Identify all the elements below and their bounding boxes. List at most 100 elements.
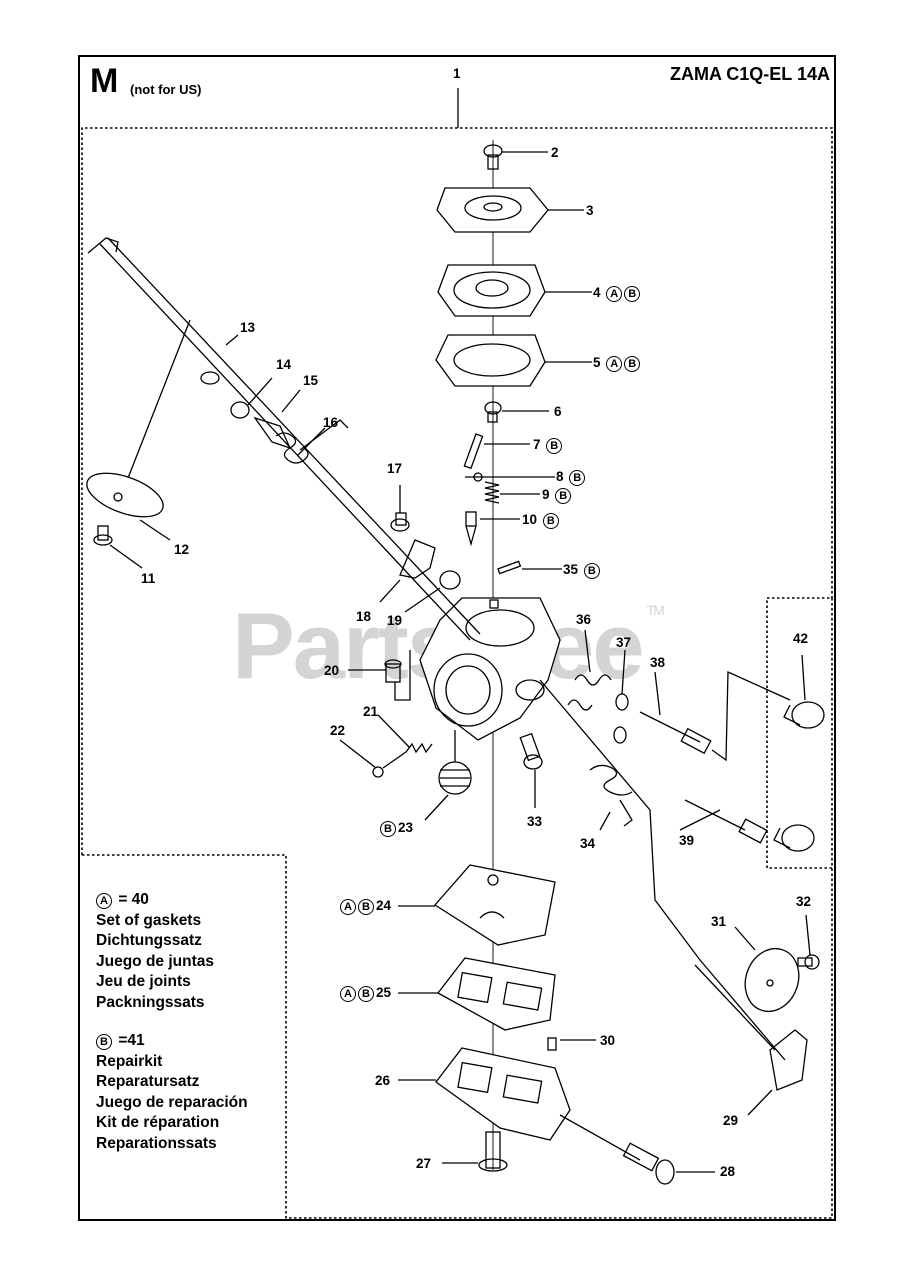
part-gasket-25 xyxy=(398,957,556,1031)
part-o-ring-37 xyxy=(613,649,629,744)
part-gasket-5 xyxy=(435,334,592,387)
part-cover-3 xyxy=(436,187,584,233)
callout-38: 38 xyxy=(650,655,666,670)
kit-b-line: Reparationssats xyxy=(96,1134,217,1152)
part-screw-17 xyxy=(390,485,410,532)
callout-39: 39 xyxy=(679,833,695,848)
watermark-tm: TM xyxy=(646,602,665,618)
part-screw-2 xyxy=(483,144,548,170)
part-screw-6 xyxy=(484,401,549,423)
part-screw-33 xyxy=(519,732,543,808)
kit-a-line: Juego de juntas xyxy=(96,952,214,970)
legend-kit-b-header: B =41 xyxy=(96,1031,248,1052)
callout-28: 28 xyxy=(720,1164,736,1179)
callout-37: 37 xyxy=(616,635,632,650)
part-pin-7 xyxy=(463,433,530,470)
kit-b-line: Kit de réparation xyxy=(96,1114,220,1131)
part-pump-cover-26 xyxy=(398,1047,571,1141)
callout-30: 30 xyxy=(600,1033,616,1048)
part-diaphragm-4 xyxy=(437,264,592,317)
part-gasket-24 xyxy=(398,864,556,946)
part-ball-22 xyxy=(339,739,407,778)
callout-19: 19 xyxy=(387,613,403,628)
callout-35: 35 B xyxy=(563,562,600,579)
part-spring-34 xyxy=(589,764,633,831)
callout-11: 11 xyxy=(141,571,156,586)
callout-2: 2 xyxy=(551,145,559,160)
callout-32: 32 xyxy=(796,894,812,909)
part-needle-10 xyxy=(465,511,520,547)
kit-legend: A = 40 Set of gaskets Dichtungssatz Jueg… xyxy=(96,890,248,1172)
kit-b-line: Repairkit xyxy=(96,1052,163,1070)
part-screw-28 xyxy=(559,1114,715,1185)
dotted-group-borders xyxy=(81,127,833,1219)
part-screw-27 xyxy=(442,1131,508,1172)
section-letter: M xyxy=(90,62,119,100)
callout-10: 10 B xyxy=(522,512,559,529)
callout-27: 27 xyxy=(416,1156,432,1171)
legend-kit-a-header: A = 40 xyxy=(96,890,248,911)
callout-26: 26 xyxy=(375,1073,391,1088)
part-lever-8 xyxy=(465,472,555,482)
part-pin-30 xyxy=(547,1037,596,1051)
part-bushing-14 xyxy=(230,377,273,419)
callout-31: 31 xyxy=(711,914,727,929)
section-note: (not for US) xyxy=(130,82,202,97)
kit-a-line: Packningssats xyxy=(96,993,205,1011)
callout-3: 3 xyxy=(586,203,594,218)
callout-14: 14 xyxy=(276,357,292,372)
part-spring-9 xyxy=(484,481,540,504)
kit-b-line: Reparatursatz xyxy=(96,1073,200,1090)
callout-22: 22 xyxy=(330,723,346,738)
part-limiter-cap-42 xyxy=(773,654,825,852)
callout-34: 34 xyxy=(580,836,596,851)
part-pin-35 xyxy=(497,560,562,575)
callout-8: 8 B xyxy=(556,469,586,486)
part-screen-23 xyxy=(424,730,472,821)
kit-b-ref: =41 xyxy=(118,1032,145,1049)
part-spring-21 xyxy=(377,714,433,754)
kit-a-line: Dichtungssatz xyxy=(96,932,202,949)
callout-17: 17 xyxy=(387,461,403,476)
kit-b-line: Juego de reparación xyxy=(96,1093,248,1111)
carburetor-body xyxy=(419,597,561,741)
callout-21: 21 xyxy=(363,704,379,719)
callout-7: 7 B xyxy=(533,437,563,454)
kit-a-line: Jeu de joints xyxy=(96,973,191,990)
part-choke-shaft-29 xyxy=(539,679,808,1116)
part-needle-38 xyxy=(639,671,791,762)
part-bushing-19 xyxy=(404,570,461,613)
callout-1: 1 xyxy=(453,66,461,81)
part-screw-32 xyxy=(797,914,820,970)
callout-33: 33 xyxy=(527,814,543,829)
callout-15: 15 xyxy=(303,373,319,388)
part-lever-18 xyxy=(379,539,436,603)
part-spring-16 xyxy=(275,419,349,464)
part-plug-20 xyxy=(348,650,411,701)
kit-a-ref: = 40 xyxy=(118,891,149,908)
model-title: ZAMA C1Q-EL 14A xyxy=(669,64,830,84)
part-throttle-plate-12 xyxy=(86,472,171,541)
callout-29: 29 xyxy=(723,1113,739,1128)
callout-16: 16 xyxy=(323,415,339,430)
part-spring-36 xyxy=(567,629,612,711)
part-needle-39 xyxy=(679,799,768,844)
callout-42: 42 xyxy=(793,631,809,646)
callout-13: 13 xyxy=(240,320,256,335)
kit-b-symbol: B xyxy=(96,1034,112,1050)
kit-a-line: Set of gaskets xyxy=(96,911,202,929)
callout-20: 20 xyxy=(324,663,340,678)
legend-kit-b: B =41 Repairkit Reparatursatz Juego de r… xyxy=(96,1031,248,1154)
part-throttle-shaft-13 xyxy=(87,237,481,641)
callout-12: 12 xyxy=(174,542,190,557)
callout-18: 18 xyxy=(356,609,372,624)
callout-36: 36 xyxy=(576,612,592,627)
part-screw-11 xyxy=(93,525,143,569)
kit-a-symbol: A xyxy=(96,893,112,909)
